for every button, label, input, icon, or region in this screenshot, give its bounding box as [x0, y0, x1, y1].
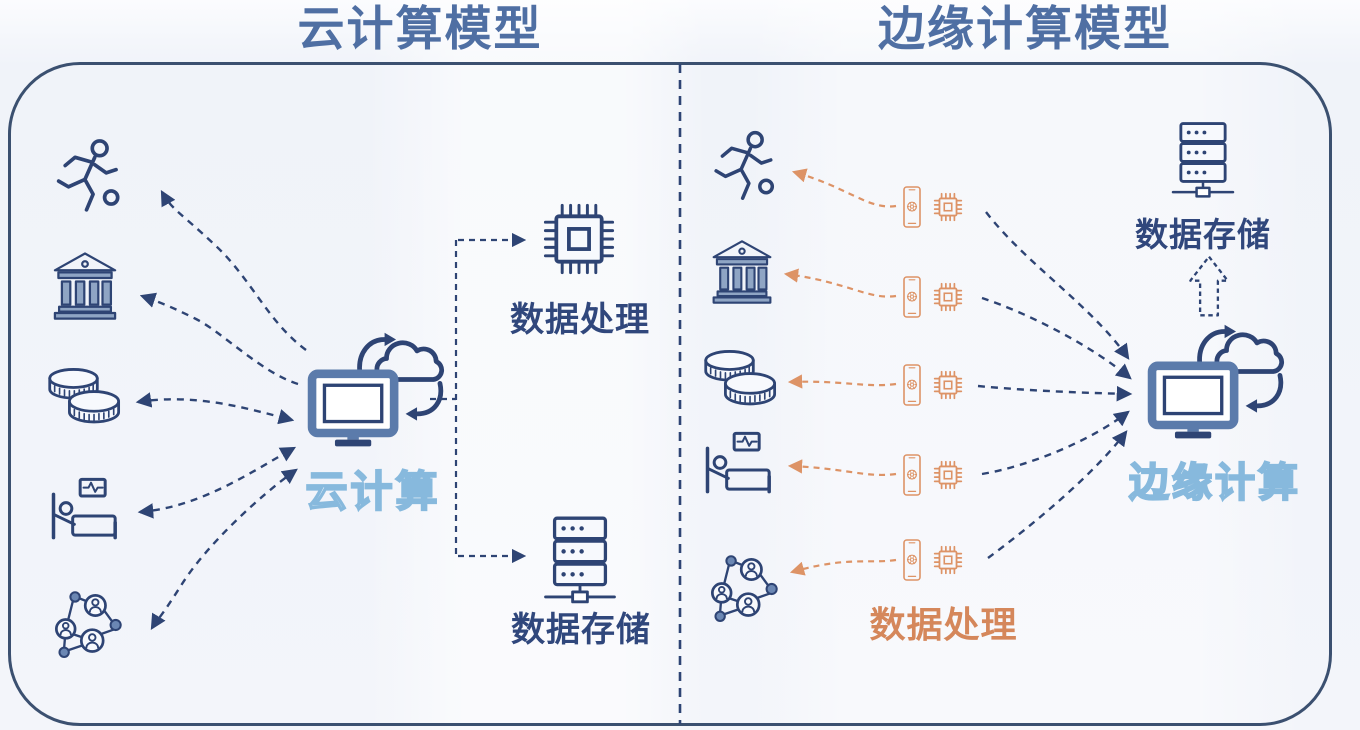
bank-icon [708, 238, 776, 304]
people-network-icon [702, 550, 782, 628]
chip-icon [932, 459, 964, 491]
coins-icon [44, 362, 126, 431]
edge-storage-label: 数据存储 [1135, 216, 1271, 253]
patient-bed-icon [698, 430, 782, 500]
edge-hub-label: 边缘计算 [1128, 460, 1301, 506]
server-icon [539, 514, 621, 606]
smartphone-icon [900, 452, 924, 498]
smartphone-icon [900, 274, 924, 320]
chip-icon [932, 191, 964, 223]
runner-icon [46, 136, 132, 218]
smartphone-icon [900, 362, 924, 408]
people-network-icon [46, 586, 126, 664]
cpu-icon [537, 197, 621, 281]
cloud-hub-label: 云计算 [304, 467, 441, 516]
bank-icon [50, 250, 120, 320]
cloud-processing-label: 数据处理 [510, 301, 650, 339]
cloud-computing-hub-icon [303, 328, 449, 454]
chip-icon [932, 544, 964, 576]
diagram-frame [8, 62, 1332, 726]
edge-computing-hub-icon [1143, 320, 1289, 446]
cloud-model-title: 云计算模型 [297, 2, 543, 55]
coins-icon [700, 344, 782, 413]
smartphone-icon [900, 184, 924, 230]
smartphone-icon [900, 537, 924, 583]
cloud-storage-label: 数据存储 [511, 611, 651, 649]
runner-icon [704, 128, 786, 206]
chip-icon [932, 281, 964, 313]
up-arrow-icon [1186, 254, 1232, 318]
edge-model-title: 边缘计算模型 [878, 2, 1172, 55]
patient-bed-icon [44, 476, 128, 546]
edge-processing-label: 数据处理 [869, 604, 1018, 645]
server-icon [1167, 120, 1239, 200]
chip-icon [932, 369, 964, 401]
